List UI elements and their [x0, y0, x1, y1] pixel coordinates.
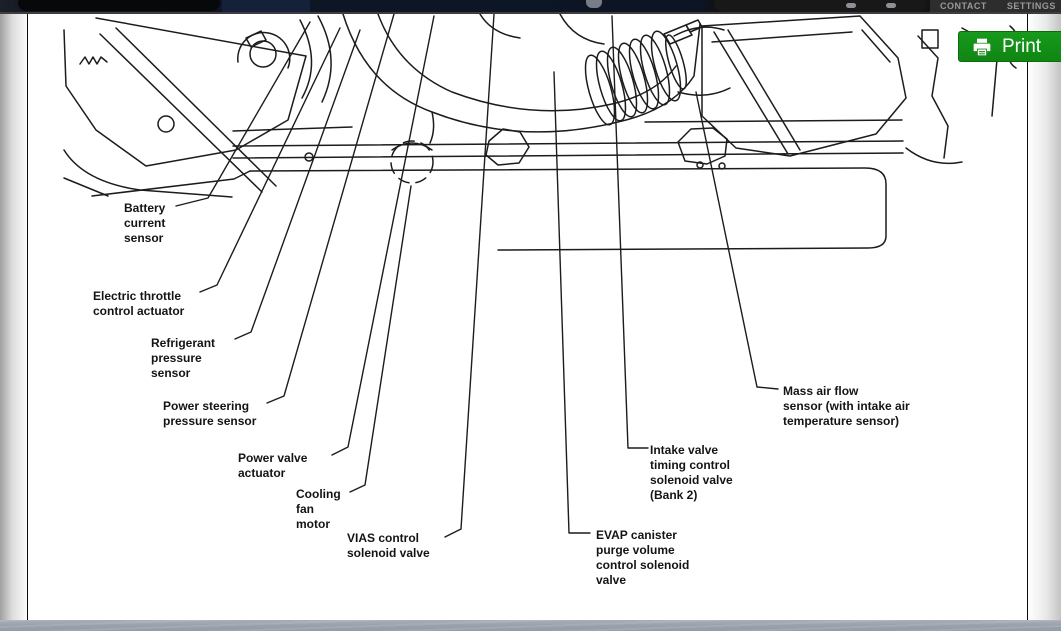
- label-power-steering-pressure-sensor: Power steering pressure sensor: [163, 399, 257, 428]
- label-cooling-fan-motor: Cooling fan motor: [296, 487, 341, 531]
- topbar-logo-icon: [586, 0, 602, 8]
- print-button-label: Print: [1002, 36, 1042, 57]
- topbar-left-box: [18, 0, 220, 11]
- viewer-right-gutter: [1028, 14, 1061, 620]
- topbar-links: CONTACT SETTINGS: [930, 0, 1061, 12]
- contact-link[interactable]: CONTACT: [940, 1, 987, 11]
- label-electric-throttle-control-actuator: Electric throttle control actuator: [93, 289, 185, 318]
- label-evap-canister-purge-volume-control-solenoid-valve: EVAP canister purge volume control solen…: [596, 528, 690, 587]
- label-refrigerant-pressure-sensor: Refrigerant pressure sensor: [151, 336, 216, 380]
- printer-icon: [972, 37, 992, 57]
- topbar-icon-dot: [886, 3, 896, 8]
- label-mass-air-flow-sensor: Mass air flow sensor (with intake air te…: [783, 384, 910, 428]
- label-intake-valve-timing-control-solenoid-valve-bank-2: Intake valve timing control solenoid val…: [650, 443, 733, 502]
- top-navigation-bar: CONTACT SETTINGS: [0, 0, 1061, 12]
- topbar-search-box[interactable]: [714, 0, 926, 12]
- topbar-blue-segment: [222, 0, 310, 12]
- settings-link[interactable]: SETTINGS: [1006, 1, 1056, 11]
- topbar-icon-dot: [846, 3, 856, 8]
- label-battery-current-sensor: Battery current sensor: [124, 201, 166, 245]
- print-button[interactable]: Print: [958, 31, 1061, 62]
- label-power-valve-actuator: Power valve actuator: [238, 451, 308, 480]
- viewer-left-gutter: [0, 14, 27, 620]
- label-vias-control-solenoid-valve: VIAS control solenoid valve: [347, 531, 430, 560]
- bottom-window-edge: [0, 620, 1061, 631]
- topbar-bottom-edge: [0, 12, 1061, 14]
